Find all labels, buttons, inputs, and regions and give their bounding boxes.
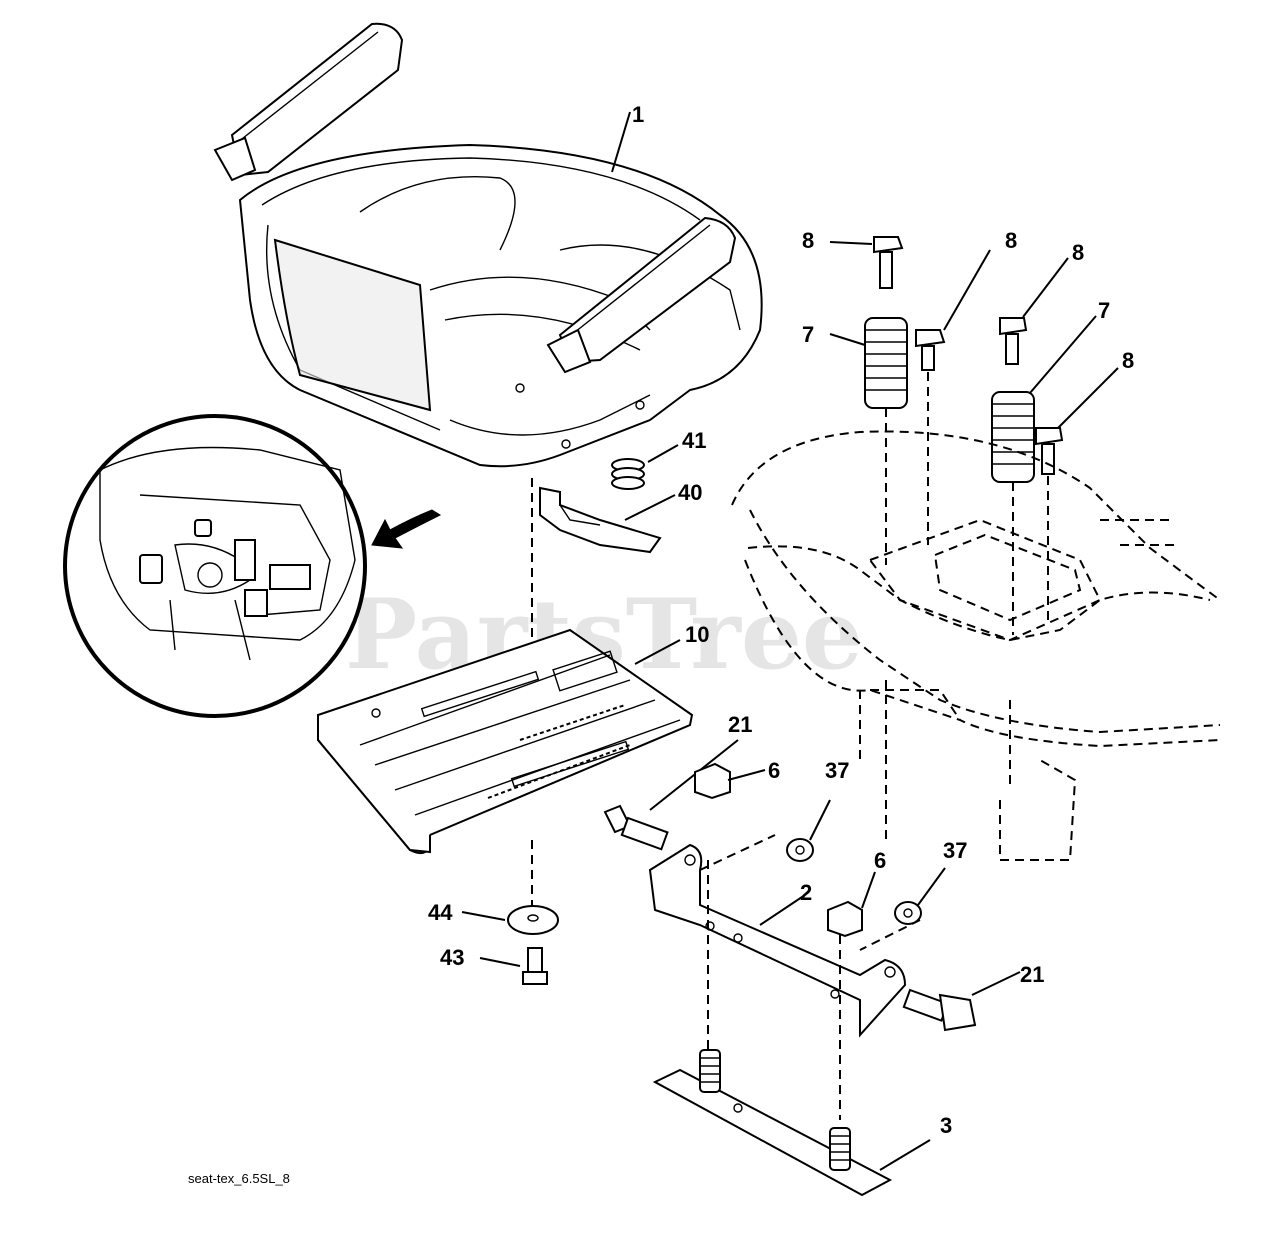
callout-seat: 1 — [632, 102, 644, 127]
callout-nut-small-left: 37 — [825, 758, 849, 783]
callout-spring-left: 7 — [802, 322, 814, 347]
callout-small-spring: 41 — [682, 428, 706, 453]
callout-bolt-b: 8 — [1005, 228, 1017, 253]
mounting-plate: 3 — [652, 1049, 952, 1197]
bolts-and-springs: 8 7 8 8 7 8 — [802, 228, 1134, 635]
callout-plate: 3 — [940, 1113, 952, 1138]
callout-washer: 44 — [428, 900, 453, 925]
callout-nut-right: 6 — [874, 848, 886, 873]
callout-bolt-d: 8 — [1122, 348, 1134, 373]
callout-bolt-a: 8 — [802, 228, 814, 253]
fender-outline — [731, 430, 1221, 861]
switch-clip: 40 — [539, 480, 702, 554]
seat: 1 — [213, 22, 763, 468]
callout-bolt-left: 21 — [728, 712, 752, 737]
drawing-code: seat-tex_6.5SL_8 — [188, 1171, 290, 1186]
washer-and-screw: 44 43 — [428, 900, 559, 985]
detail-inset — [63, 414, 442, 718]
small-spring: 41 — [611, 428, 706, 490]
callout-bracket: 2 — [800, 880, 812, 905]
callout-seat-pan: 10 — [685, 622, 709, 647]
callout-nut-left: 6 — [768, 758, 780, 783]
callout-switch-clip: 40 — [678, 480, 702, 505]
callout-screw: 43 — [440, 945, 464, 970]
callout-nut-small-right: 37 — [943, 838, 967, 863]
callout-bolt-c: 8 — [1072, 240, 1084, 265]
bracket-assembly: 2 21 6 37 6 37 21 — [603, 712, 1044, 1120]
callout-spring-right: 7 — [1098, 298, 1110, 323]
seat-pan: 10 — [317, 622, 709, 855]
callout-bolt-right: 21 — [1020, 962, 1044, 987]
